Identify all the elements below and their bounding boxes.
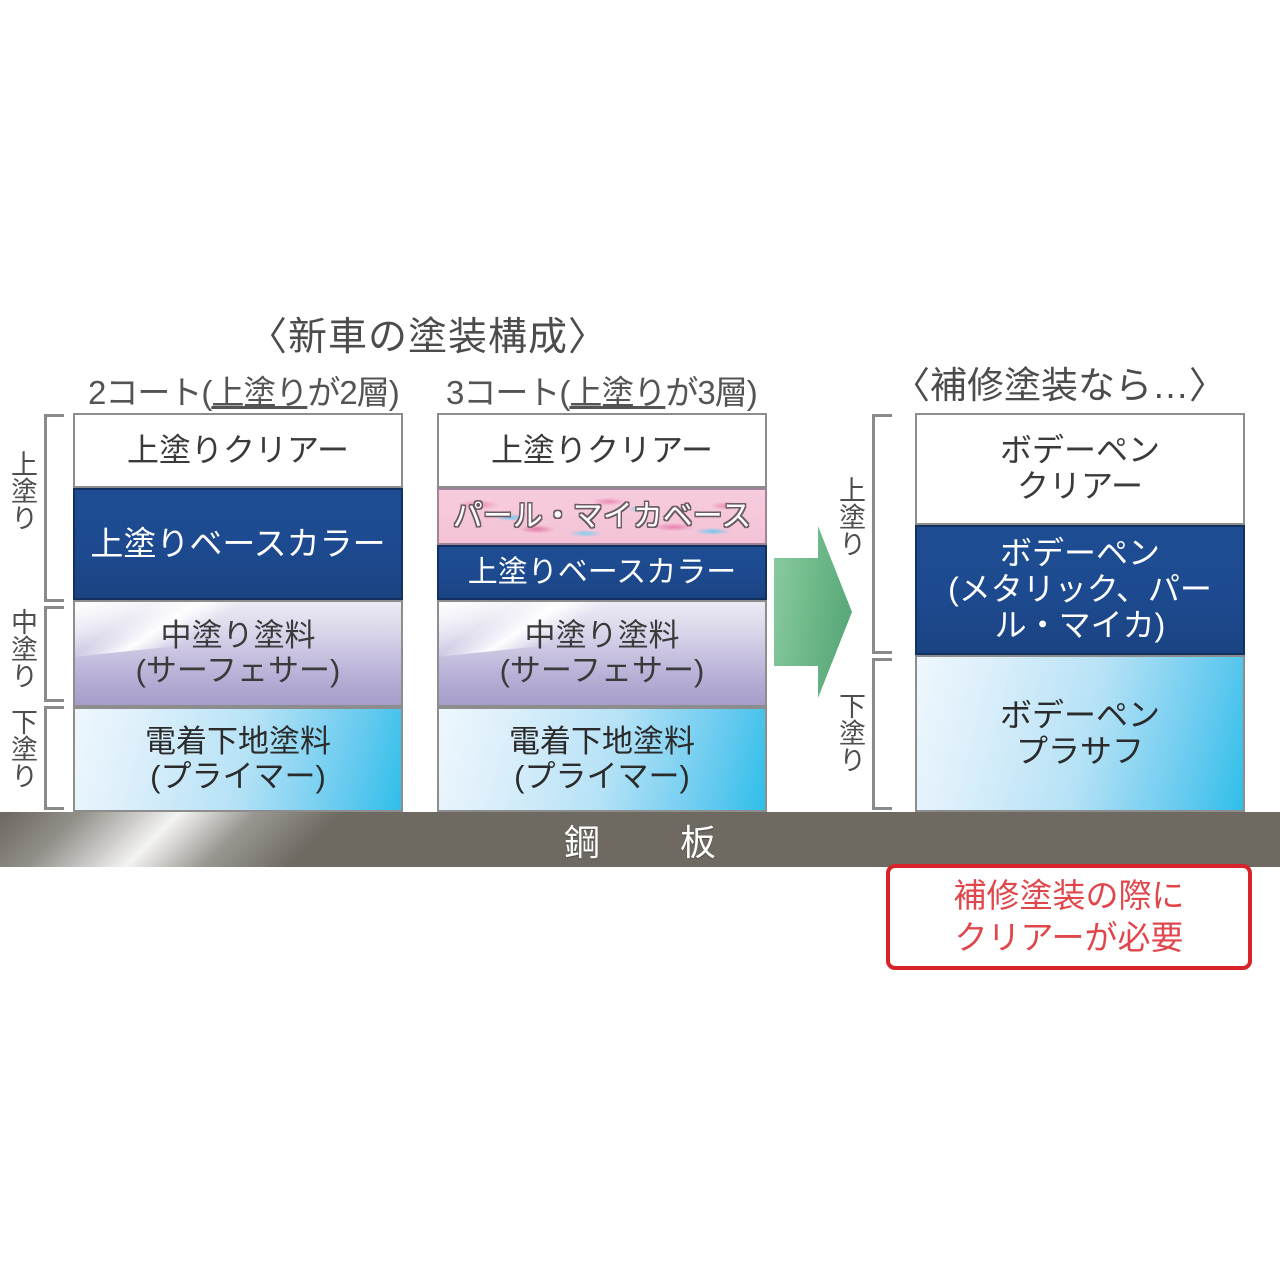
layer-2coat-base-color[interactable]: 上塗りベースカラー	[73, 488, 403, 600]
bracket-label-undercoat-left: 下塗り	[7, 708, 37, 789]
layer-repair-bodypen[interactable]: ボデーペン (メタリック、パール・マイカ)	[915, 525, 1245, 655]
bracket-label-topcoat-left: 上塗り	[7, 450, 37, 531]
bracket-label-undercoat-right: 下塗り	[835, 692, 865, 773]
layer-3coat-base-color[interactable]: 上塗りベースカラー	[437, 545, 767, 600]
diagram-title: 〈新車の塗装構成〉	[248, 316, 609, 359]
heading-2coat-prefix: 2コート(	[88, 374, 212, 411]
bracket-undercoat-right	[872, 658, 892, 810]
warning-note: 補修塗装の際に クリアーが必要	[886, 864, 1252, 970]
layer-2coat-clear[interactable]: 上塗りクリアー	[73, 413, 403, 488]
layer-3coat-primer[interactable]: 電着下地塗料 (プライマー)	[437, 707, 767, 812]
layer-2coat-surfacer[interactable]: 中塗り塗料 (サーフェサー)	[73, 600, 403, 707]
layer-2coat-primer[interactable]: 電着下地塗料 (プライマー)	[73, 707, 403, 812]
layer-repair-clear[interactable]: ボデーペン クリアー	[915, 413, 1245, 525]
repair-title: 〈補修塗装なら…〉	[893, 365, 1226, 406]
column-heading-2coat: 2コート(上塗りが2層)	[88, 366, 400, 414]
heading-3coat-suffix: が3層)	[665, 374, 757, 411]
column-heading-3coat: 3コート(上塗りが3層)	[446, 366, 758, 414]
bracket-midcoat-left	[44, 606, 64, 702]
green-arrow-icon	[772, 524, 854, 700]
bracket-label-topcoat-right: 上塗り	[835, 476, 865, 557]
substrate-steel-plate: 鋼 板	[0, 812, 1280, 867]
layer-3coat-clear[interactable]: 上塗りクリアー	[437, 413, 767, 488]
substrate-label: 鋼 板	[563, 821, 738, 863]
heading-3coat-prefix: 3コート(	[446, 374, 570, 411]
layer-repair-primer-surfacer[interactable]: ボデーペン プラサフ	[915, 655, 1245, 812]
heading-3coat-underlined: 上塗り	[569, 374, 666, 411]
bracket-undercoat-left	[44, 706, 64, 810]
heading-2coat-suffix: が2層)	[307, 374, 399, 411]
bracket-topcoat-left	[44, 414, 64, 602]
heading-2coat-underlined: 上塗り	[211, 374, 308, 411]
bracket-label-midcoat-left: 中塗り	[7, 608, 37, 689]
layer-3coat-pearl-mica-base[interactable]: パール・マイカベース	[437, 488, 767, 545]
layer-3coat-surfacer[interactable]: 中塗り塗料 (サーフェサー)	[437, 600, 767, 707]
bracket-topcoat-right	[872, 414, 892, 654]
